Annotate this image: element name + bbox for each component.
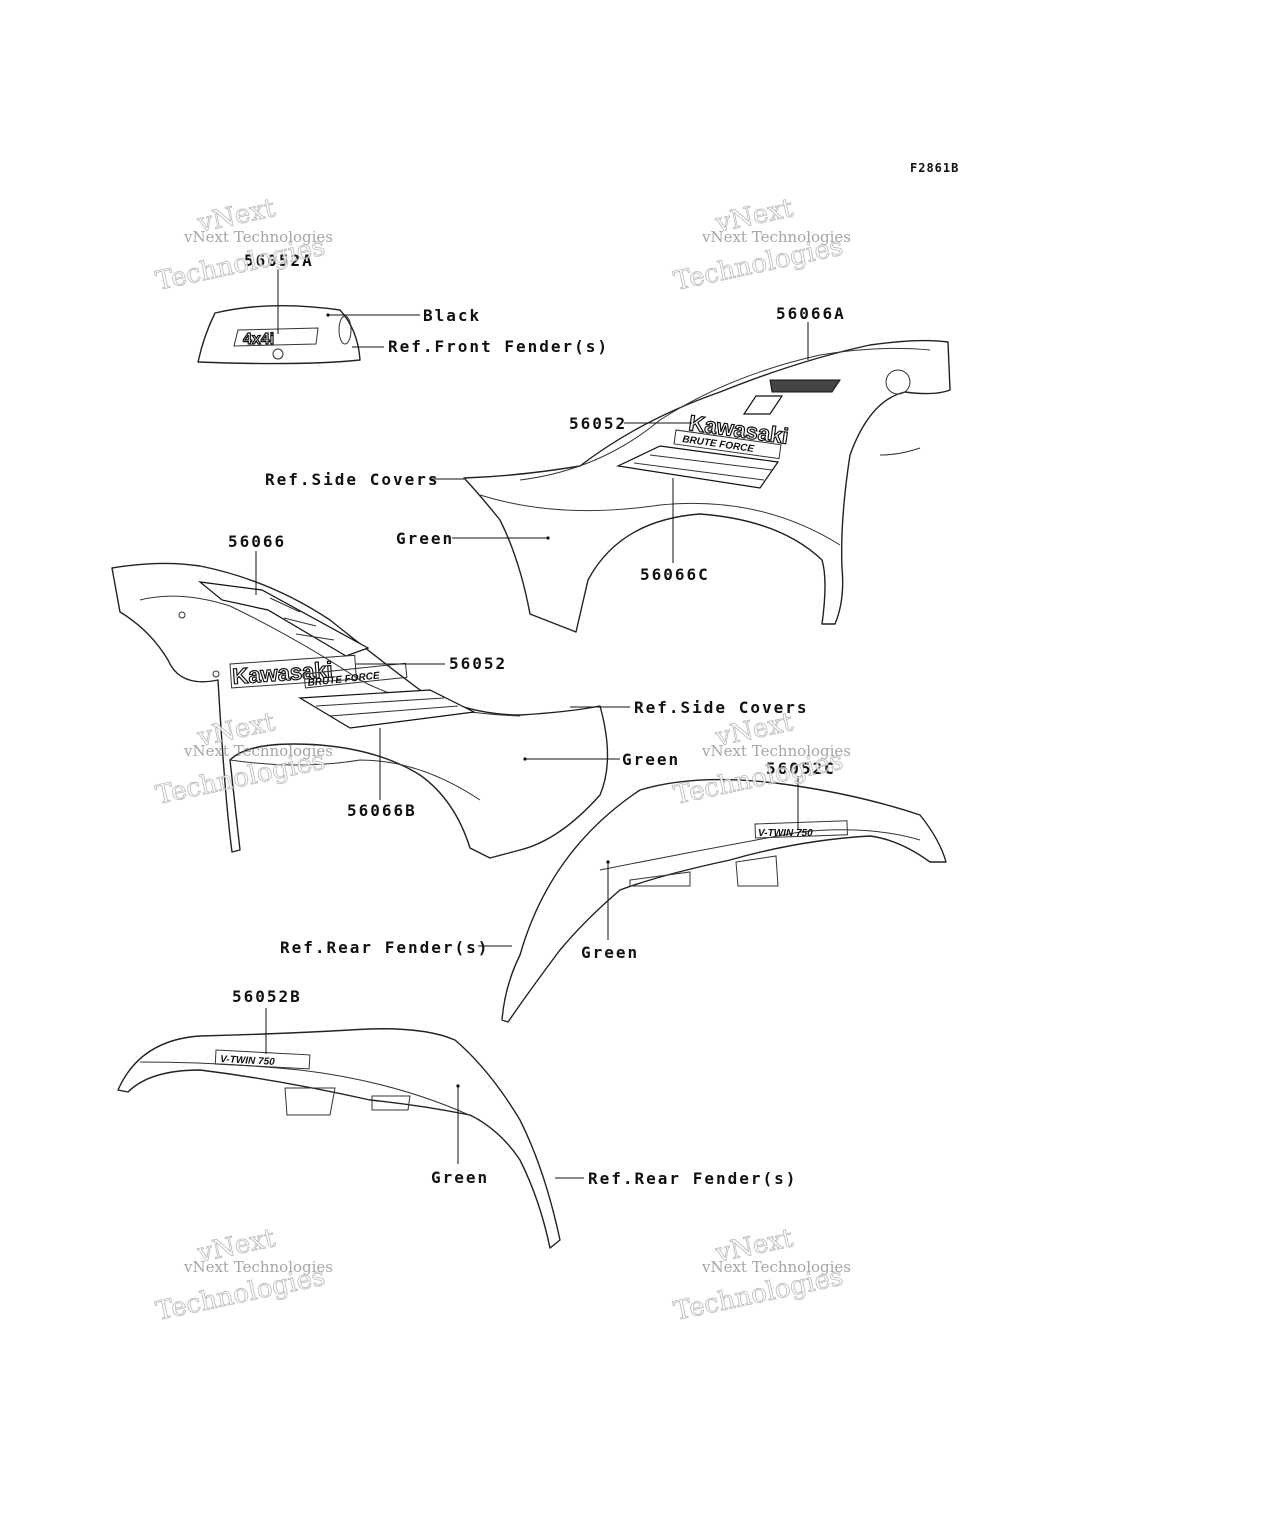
rear-fender-left: V-TWIN 750	[117, 1028, 561, 1249]
label-green-rear-left: Green	[431, 1168, 489, 1187]
label-green-rear-right: Green	[581, 943, 639, 962]
label-green-mid: Green	[622, 750, 680, 769]
watermark-text: vNext Technologies	[701, 1258, 851, 1276]
figure-id: F2861B	[910, 161, 959, 175]
label-ref-side-covers-top: Ref.Side Covers	[265, 470, 440, 489]
watermark-top-left: vNext vNext Technologies Technologies	[153, 193, 333, 297]
side-cover-right: Kawasaki BRUTE FORCE	[463, 339, 951, 633]
leader-lines	[255, 270, 809, 1179]
label-ref-rear-fender-left: Ref.Rear Fender(s)	[588, 1169, 797, 1188]
label-ref-side-covers-mid: Ref.Side Covers	[634, 698, 809, 717]
label-56052B: 56052B	[232, 987, 302, 1006]
label-56066B: 56066B	[347, 801, 417, 820]
badge-4x4i-text: 4x4i	[243, 331, 274, 348]
callout-labels: 56052A Black Ref.Front Fender(s) 56066A …	[228, 251, 846, 1188]
label-ref-rear-fender-right: Ref.Rear Fender(s)	[280, 938, 489, 957]
label-56052C: 56052C	[766, 759, 836, 778]
label-56052-mid: 56052	[449, 654, 507, 673]
watermark-bottom-left: vNext vNext Technologies Technologies	[153, 1223, 333, 1327]
rear-fender-right: V-TWIN 750	[501, 778, 947, 1023]
label-56052A: 56052A	[244, 251, 314, 270]
watermark-text: vNext Technologies	[183, 228, 333, 246]
label-56066C: 56066C	[640, 565, 710, 584]
watermark-bottom-right: vNext vNext Technologies Technologies	[671, 1223, 851, 1327]
watermark-text: vNext Technologies	[701, 228, 851, 246]
vtwin-logo-right: V-TWIN 750	[758, 828, 813, 839]
watermark-top-right: vNext vNext Technologies Technologies	[671, 193, 851, 297]
label-black: Black	[423, 306, 481, 325]
side-cover-left: Kawasaki BRUTE FORCE	[111, 562, 609, 859]
label-ref-front-fender: Ref.Front Fender(s)	[388, 337, 609, 356]
watermark-text: vNext Technologies	[183, 742, 333, 760]
label-green-top: Green	[396, 529, 454, 548]
vtwin-logo-left: V-TWIN 750	[220, 1054, 276, 1068]
label-56066: 56066	[228, 532, 286, 551]
watermark-text: vNext Technologies	[183, 1258, 333, 1276]
label-56066A: 56066A	[776, 304, 846, 323]
label-56052-top: 56052	[569, 414, 627, 433]
front-fender-badge: 4x4i	[197, 304, 361, 365]
watermark-text: vNext Technologies	[701, 742, 851, 760]
